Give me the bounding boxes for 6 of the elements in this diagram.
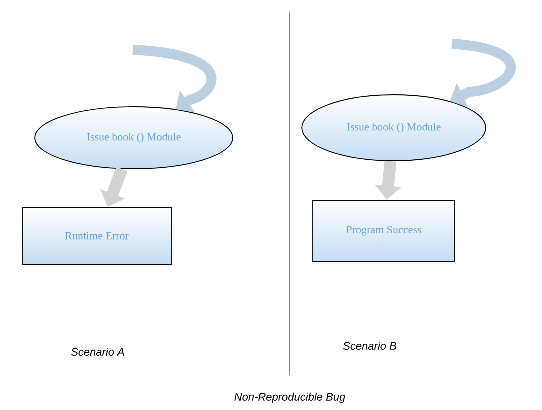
scenario-label: Scenario A <box>71 348 124 356</box>
scenario-label: Scenario B <box>343 342 396 350</box>
caption: Non-Reproducible Bug <box>234 392 346 404</box>
curved-arrow <box>132 45 217 113</box>
result-box: Program Success <box>312 200 456 262</box>
result-box: Runtime Error <box>22 207 172 265</box>
